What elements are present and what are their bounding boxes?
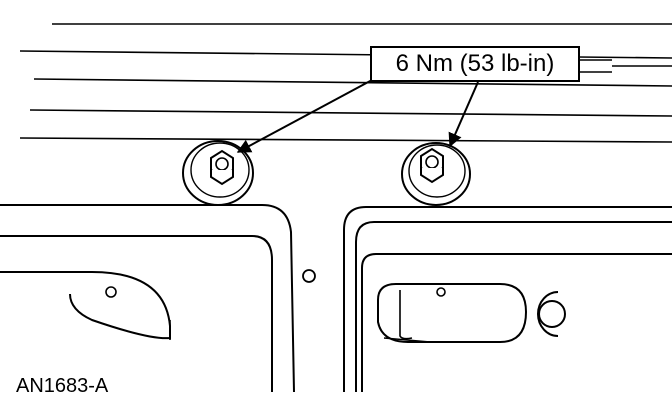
slot-hole: [436, 287, 446, 297]
figure-id-label: AN1683-A: [16, 375, 109, 397]
callout-tail-lines: [580, 59, 612, 73]
torque-spec-callout: 6 Nm (53 lb-in): [370, 46, 580, 82]
right-lower-panel: [343, 206, 672, 392]
left-lower-panel: [0, 204, 295, 393]
leader-arrow-icon: [236, 79, 479, 153]
hex-bolt-icon: [420, 147, 444, 184]
left-panel-hole: [105, 286, 117, 298]
grommet-right: [537, 291, 566, 337]
left-bolt: [182, 140, 254, 206]
upper-panel-lines: [19, 23, 672, 143]
center-hole: [302, 269, 316, 283]
right-bolt: [401, 142, 471, 206]
left-bolt-boss-ring: [190, 142, 250, 198]
right-bolt-boss-ring: [408, 144, 466, 198]
right-panel-slot: [377, 283, 528, 343]
leader-arrow-left: [236, 79, 373, 153]
leader-arrow-right: [448, 81, 479, 148]
hex-bolt-icon: [210, 149, 234, 186]
